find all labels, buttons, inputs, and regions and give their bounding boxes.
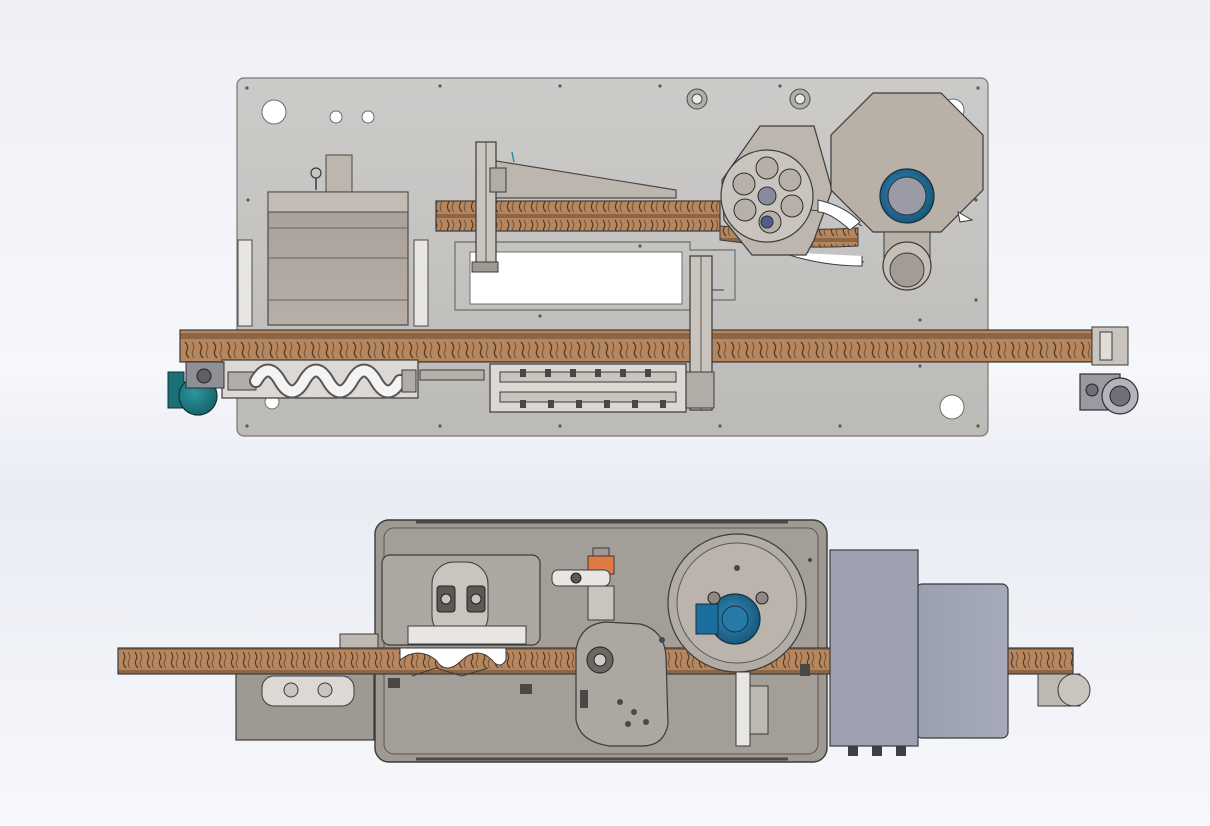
guide-frame: [454, 241, 736, 311]
hopper-housing: [237, 154, 429, 327]
label-reel-octagon: [830, 92, 984, 291]
dual-head-panel: [381, 554, 541, 646]
star-wheel-turret: [720, 125, 863, 256]
guard-enclosure: [829, 549, 1009, 756]
front-fasteners: [388, 558, 812, 708]
reel-turret: [667, 533, 807, 673]
front-view: [117, 519, 1091, 763]
screw-feeder: [221, 359, 485, 399]
vertical-slide-right: [685, 255, 724, 411]
discharge-roller: [1037, 673, 1091, 707]
copper-sensor: [551, 547, 615, 621]
vertical-slide-left: [471, 141, 507, 273]
right-gear-motor: [1079, 373, 1139, 415]
rotary-arm: [575, 621, 669, 747]
control-bracket: [735, 671, 751, 747]
main-conveyor-top: [179, 326, 1129, 366]
left-gear-motor: [167, 361, 225, 416]
flanged-bushings: [686, 88, 811, 110]
screw-dots: [245, 84, 980, 428]
infeed-bracket: [235, 633, 379, 741]
pneumatic-rail: [489, 363, 687, 413]
top-view: [167, 77, 1139, 437]
